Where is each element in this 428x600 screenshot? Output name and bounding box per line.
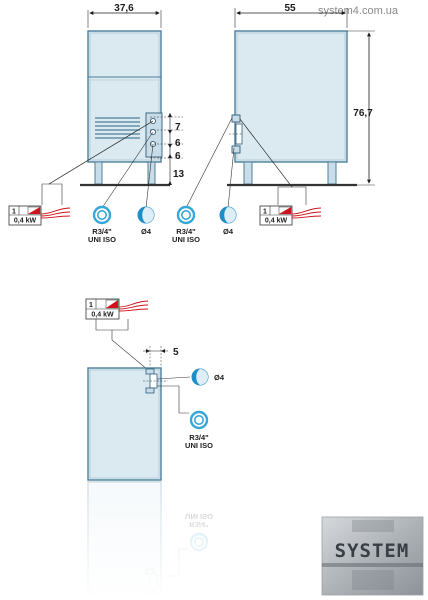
- side-right-foot: [327, 161, 337, 185]
- side-connector-top: [231, 114, 241, 123]
- front-left-foot: [94, 161, 103, 185]
- side-depth-dimension-label: 55: [284, 3, 296, 14]
- side-drain-label-line1: R3/4": [176, 227, 196, 236]
- top-power-rating: 0,4 kW: [91, 312, 114, 319]
- front-power-phase: 1: [12, 209, 16, 216]
- ventilation-grille: [95, 117, 140, 139]
- top-water-label: Ø4: [214, 373, 225, 382]
- side-left-foot: [243, 161, 253, 185]
- top-power-phase: 1: [89, 302, 93, 309]
- side-leader-lines: [185, 117, 307, 209]
- side-connector-bottom: [231, 145, 241, 154]
- side-cabinet: [234, 30, 348, 163]
- front-view: 37,6: [8, 3, 185, 244]
- side-height-dimension-label: 76,7: [353, 108, 373, 119]
- front-drain-label-line1: R3/4": [92, 227, 112, 236]
- system-logo: SYSTEM: [321, 516, 424, 596]
- front-water-inlet-icon: [137, 206, 155, 224]
- side-power-box: 1 0,4 kW: [259, 205, 322, 226]
- spacing-label-1: 7: [175, 122, 181, 133]
- side-power-phase: 1: [263, 209, 267, 216]
- top-drain-connector-icon: [189, 410, 209, 430]
- watermark-text: system4.com.ua: [318, 5, 399, 17]
- top-drain-label-line1: R3/4": [189, 433, 209, 442]
- spacing-label-2: 6: [175, 138, 181, 149]
- front-drain-label-line2: UNI ISO: [88, 235, 116, 244]
- top-leader-lines: [156, 376, 191, 414]
- top-view: 1 0,4 kW 5 Ø4: [85, 298, 225, 481]
- side-drain-connector-icon: [176, 205, 196, 225]
- side-water-inlet-icon: [219, 206, 237, 224]
- side-water-label: Ø4: [223, 227, 234, 236]
- front-width-dimension-label: 37,6: [114, 3, 134, 14]
- top-connector-lower: [145, 387, 155, 394]
- side-view: 55 76,7 R3/4" UNI ISO: [172, 3, 375, 244]
- spacing-label-3: 6: [175, 151, 181, 162]
- front-power-box: 1 0,4 kW: [8, 205, 71, 226]
- front-power-rating: 0,4 kW: [14, 218, 37, 225]
- top-connector-upper: [145, 368, 155, 375]
- connection-panel: [145, 112, 163, 158]
- top-water-inlet-icon: [191, 368, 209, 386]
- side-drain-label-line2: UNI ISO: [172, 235, 200, 244]
- top-cabinet: [87, 367, 162, 481]
- front-leader-lines: [41, 120, 154, 209]
- side-power-rating: 0,4 kW: [265, 218, 288, 225]
- top-offset-dimension-label: 5: [173, 347, 179, 358]
- top-drain-label-line2: UNI ISO: [185, 441, 213, 450]
- front-drain-connector-icon: [92, 205, 112, 225]
- front-water-label: Ø4: [141, 227, 152, 236]
- foot-height-label: 13: [173, 169, 185, 180]
- logo-text: SYSTEM: [335, 540, 410, 562]
- top-power-box: 1 0,4 kW: [85, 298, 149, 320]
- top-power-leader: [95, 319, 149, 371]
